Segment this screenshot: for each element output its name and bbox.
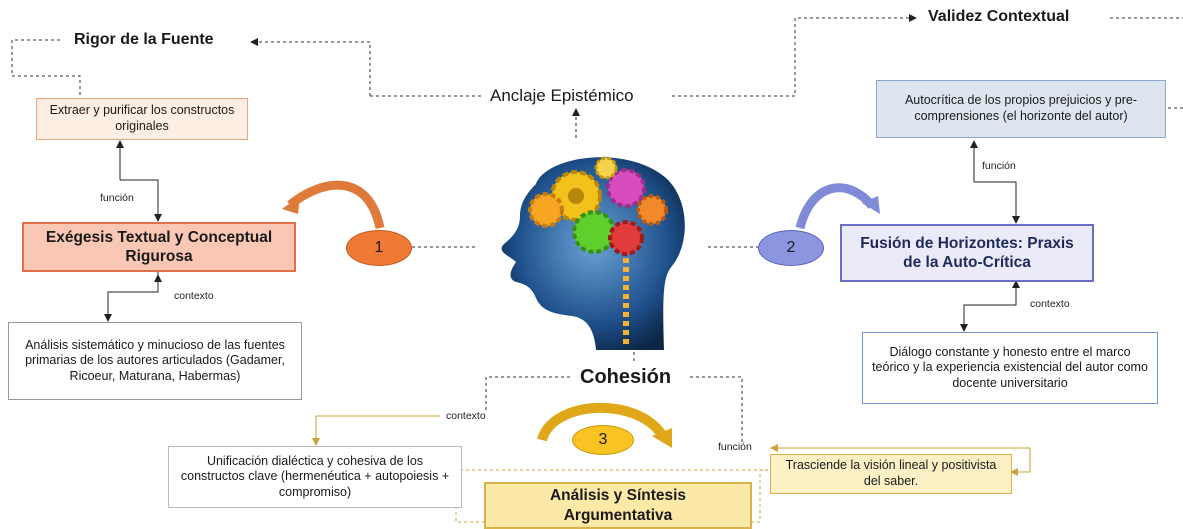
heading-rigor: Rigor de la Fuente xyxy=(74,31,214,48)
bottom-main-box: Análisis y Síntesis Argumentativa xyxy=(484,482,752,529)
heading-cohesion: Cohesión xyxy=(580,366,672,388)
bottom-contexto-label: contexto xyxy=(446,410,486,422)
heading-anclaje: Anclaje Epistémico xyxy=(490,86,634,105)
right-top-box: Autocrítica de los propios prejuicios y … xyxy=(876,80,1166,138)
brain-gears-head-icon xyxy=(501,156,685,350)
badge-1: 1 xyxy=(346,230,412,266)
right-contexto-label: contexto xyxy=(1030,298,1070,310)
right-bottom-box: Diálogo constante y honesto entre el mar… xyxy=(862,332,1158,404)
heading-validez: Validez Contextual xyxy=(928,8,1070,25)
right-main-box: Fusión de Horizontes: Praxis de la Auto-… xyxy=(840,224,1094,282)
bottom-right-box: Trasciende la visión lineal y positivist… xyxy=(770,454,1012,494)
bottom-funcion-label: función xyxy=(718,441,752,453)
badge-3: 3 xyxy=(572,425,634,455)
left-main-box: Exégesis Textual y Conceptual Rigurosa xyxy=(22,222,296,272)
bottom-left-box: Unificación dialéctica y cohesiva de los… xyxy=(168,446,462,508)
left-bottom-box: Análisis sistemático y minucioso de las … xyxy=(8,322,302,400)
left-contexto-label: contexto xyxy=(174,290,214,302)
left-funcion-label: función xyxy=(100,192,134,204)
right-funcion-label: función xyxy=(982,160,1016,172)
badge-2: 2 xyxy=(758,230,824,266)
left-top-box: Extraer y purificar los constructos orig… xyxy=(36,98,248,140)
